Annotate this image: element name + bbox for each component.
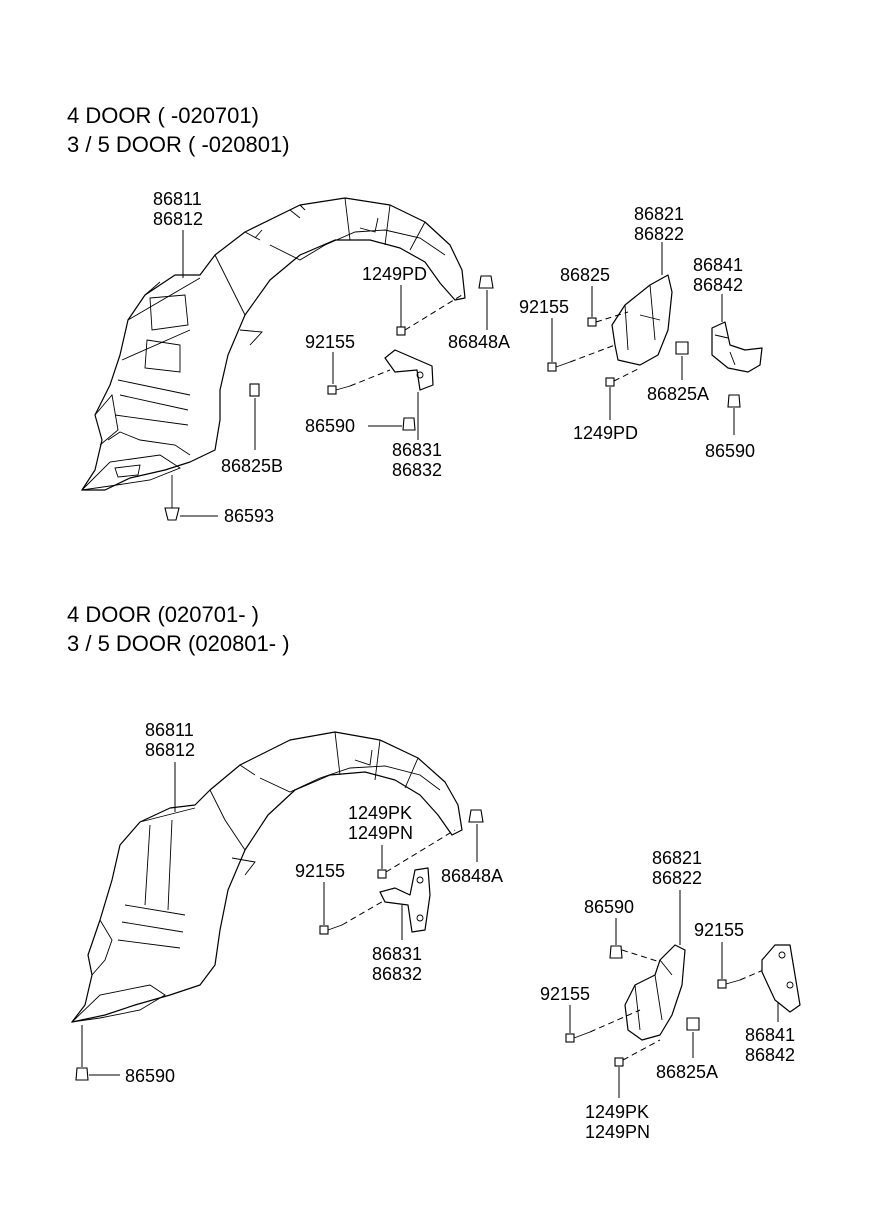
label-86590-a: 86590	[305, 416, 355, 436]
bolt-1249pd-b-icon	[605, 377, 615, 387]
label-86821-b: 86821	[652, 848, 702, 868]
nut-86590-a-icon	[402, 417, 416, 431]
label-86821: 86821	[634, 204, 684, 224]
clip-86825-icon	[587, 317, 597, 327]
label-92155-d: 92155	[540, 984, 590, 1004]
section-1-header-line-2: 3 / 5 DOOR ( -020801)	[67, 132, 290, 157]
bolt-1249pd-icon	[396, 326, 406, 336]
wheel-arch-liner-1	[80, 197, 466, 491]
pin-86593-icon	[164, 475, 180, 521]
label-86848a-b: 86848A	[441, 866, 503, 886]
label-86841: 86841	[693, 255, 743, 275]
label-1249pn: 1249PN	[348, 823, 413, 843]
nut-86590-b-icon	[727, 394, 741, 408]
label-86832-b: 86832	[372, 964, 422, 984]
label-86825b: 86825B	[221, 456, 283, 476]
label-1249pk: 1249PK	[348, 803, 412, 823]
bolt-1249pk-icon	[377, 869, 387, 879]
label-86593: 86593	[224, 506, 274, 526]
clip-86825b-icon	[249, 383, 260, 397]
bracket-86841-icon	[761, 944, 801, 1013]
label-86812: 86812	[153, 209, 203, 229]
label-86831-b: 86831	[372, 944, 422, 964]
section-1: 4 DOOR ( -020701) 3 / 5 DOOR ( -020801) …	[67, 103, 763, 526]
section-2: 4 DOOR (020701- ) 3 / 5 DOOR (020801- ) …	[67, 602, 801, 1142]
label-86811: 86811	[153, 189, 202, 209]
label-86841-b: 86841	[745, 1025, 795, 1045]
label-86831: 86831	[392, 440, 442, 460]
screw-92155-e-icon	[717, 979, 741, 989]
clip-86848a-b-icon	[468, 809, 484, 823]
wheel-arch-liner-2	[70, 731, 463, 1023]
label-86590-c: 86590	[125, 1066, 175, 1086]
mud-guard-86821-b-icon	[624, 944, 686, 1041]
label-86590-d: 86590	[584, 897, 634, 917]
mud-guard-86841-icon	[711, 321, 763, 373]
nut-86590-d-icon	[609, 945, 623, 959]
section-1-header-line-1: 4 DOOR ( -020701)	[67, 103, 259, 128]
label-1249pd: 1249PD	[362, 264, 427, 284]
label-86842-b: 86842	[745, 1045, 795, 1065]
label-86590-b: 86590	[705, 441, 755, 461]
label-86832: 86832	[392, 460, 442, 480]
label-86812-b: 86812	[145, 740, 195, 760]
bracket-86831-icon	[384, 349, 434, 391]
label-1249pk-b: 1249PK	[585, 1102, 649, 1122]
label-92155-e: 92155	[694, 920, 744, 940]
label-86825: 86825	[560, 265, 610, 285]
label-86825a: 86825A	[647, 384, 709, 404]
label-92155-c: 92155	[295, 861, 345, 881]
bolt-1249pk-b-icon	[614, 1057, 624, 1067]
screw-92155-b-icon	[547, 361, 571, 372]
label-92155-b: 92155	[519, 297, 569, 317]
label-86822: 86822	[634, 224, 684, 244]
clip-86825a-icon	[675, 341, 689, 355]
label-1249pn-b: 1249PN	[585, 1122, 650, 1142]
label-86825a-b: 86825A	[656, 1062, 718, 1082]
mud-guard-86821-icon	[611, 274, 673, 366]
screw-92155-d-icon	[565, 1031, 591, 1043]
label-86822-b: 86822	[652, 868, 702, 888]
label-92155-a: 92155	[305, 332, 355, 352]
bracket-86831-b-icon	[379, 867, 431, 933]
label-86842: 86842	[693, 275, 743, 295]
section-2-header-line-2: 3 / 5 DOOR (020801- )	[67, 631, 290, 656]
label-1249pd-b: 1249PD	[573, 423, 638, 443]
clip-86848a-icon	[478, 275, 494, 289]
clip-86825a-b-icon	[686, 1017, 700, 1031]
label-86811-b: 86811	[145, 720, 194, 740]
nut-86590-c-icon	[75, 1067, 89, 1081]
screw-92155-a-icon	[327, 385, 351, 395]
section-2-header-line-1: 4 DOOR (020701- )	[67, 602, 259, 627]
label-86848a: 86848A	[448, 332, 510, 352]
screw-92155-c-icon	[319, 924, 343, 935]
